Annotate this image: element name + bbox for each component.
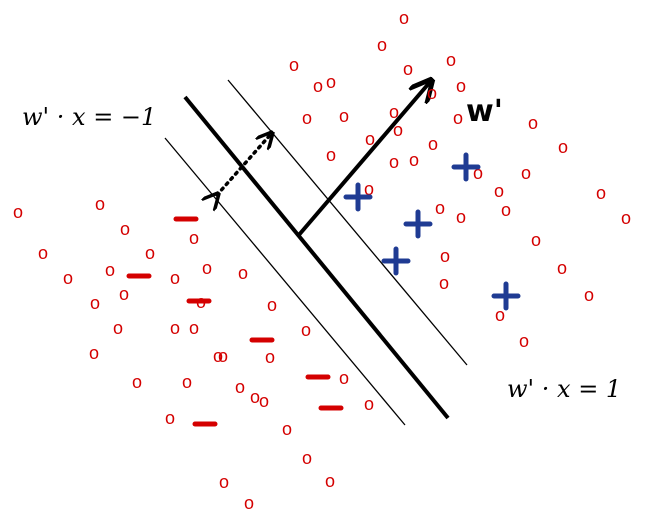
- unlabeled-point: o: [189, 228, 199, 248]
- unlabeled-point: o: [494, 181, 504, 201]
- unlabeled-point: o: [403, 59, 413, 79]
- unlabeled-point: o: [596, 183, 606, 203]
- unlabeled-point: o: [456, 76, 466, 96]
- normal-vector-label: w': [466, 94, 503, 129]
- unlabeled-point: o: [621, 208, 631, 228]
- unlabeled-point: o: [302, 108, 312, 128]
- unlabeled-point: o: [446, 50, 456, 70]
- unlabeled-point: o: [13, 202, 23, 222]
- unlabeled-point: o: [238, 263, 248, 283]
- unlabeled-point: o: [213, 346, 223, 366]
- right-margin-label: w' · x = 1: [507, 375, 621, 403]
- unlabeled-point: o: [399, 8, 409, 28]
- unlabeled-point: o: [145, 243, 155, 263]
- unlabeled-point: o: [428, 134, 438, 154]
- unlabeled-point: o: [113, 318, 123, 338]
- unlabeled-point: o: [259, 391, 269, 411]
- unlabeled-point: o: [325, 471, 335, 491]
- unlabeled-point: o: [456, 207, 466, 227]
- unlabeled-point: o: [326, 145, 336, 165]
- unlabeled-point: o: [289, 55, 299, 75]
- unlabeled-point: o: [90, 293, 100, 313]
- unlabeled-point: o: [440, 246, 450, 266]
- unlabeled-point: o: [202, 258, 212, 278]
- unlabeled-point: o: [38, 243, 48, 263]
- unlabeled-point: o: [89, 343, 99, 363]
- unlabeled-point: o: [364, 179, 374, 199]
- unlabeled-point: o: [119, 284, 129, 304]
- unlabeled-point: o: [63, 268, 73, 288]
- unlabeled-point: o: [313, 76, 323, 96]
- unlabeled-point: o: [105, 260, 115, 280]
- unlabeled-point: o: [557, 258, 567, 278]
- unlabeled-point: o: [439, 273, 449, 293]
- right-margin-line: [227, 79, 468, 366]
- unlabeled-point: o: [267, 295, 277, 315]
- unlabeled-point: o: [473, 163, 483, 183]
- unlabeled-point: o: [389, 152, 399, 172]
- margin-width-arrow: [217, 134, 271, 195]
- unlabeled-point: o: [189, 318, 199, 338]
- unlabeled-point: o: [495, 305, 505, 325]
- unlabeled-point: o: [282, 419, 292, 439]
- unlabeled-point: o: [584, 285, 594, 305]
- unlabeled-point: o: [531, 230, 541, 250]
- unlabeled-point: o: [170, 318, 180, 338]
- positive-point: [403, 209, 433, 239]
- positive-point: [451, 152, 481, 182]
- unlabeled-point: o: [501, 200, 511, 220]
- unlabeled-point: o: [244, 493, 254, 513]
- negative-points: [126, 216, 344, 427]
- unlabeled-point: o: [528, 113, 538, 133]
- unlabeled-point: o: [219, 472, 229, 492]
- unlabeled-point: o: [218, 346, 228, 366]
- unlabeled-point: o: [132, 372, 142, 392]
- unlabeled-point: o: [339, 106, 349, 126]
- unlabeled-point: o: [170, 268, 180, 288]
- unlabeled-point: o: [302, 448, 312, 468]
- unlabeled-point: o: [120, 219, 130, 239]
- unlabeled-point: o: [339, 368, 349, 388]
- left-margin-label: w' · x = −1: [22, 103, 156, 131]
- unlabeled-point: o: [165, 408, 175, 428]
- normal-vector-arrow: [296, 82, 430, 238]
- unlabeled-point: o: [427, 83, 437, 103]
- unlabeled-point: o: [409, 150, 419, 170]
- unlabeled-point: o: [95, 194, 105, 214]
- unlabeled-point: o: [235, 377, 245, 397]
- unlabeled-point: o: [265, 347, 275, 367]
- unlabeled-point: o: [393, 120, 403, 140]
- unlabeled-point: o: [558, 137, 568, 157]
- positive-points: [343, 152, 521, 311]
- unlabeled-point: o: [377, 35, 387, 55]
- unlabeled-point: o: [301, 320, 311, 340]
- unlabeled-point: o: [364, 394, 374, 414]
- unlabeled-point: o: [365, 129, 375, 149]
- unlabeled-point: o: [182, 372, 192, 392]
- decision-boundary: [183, 95, 450, 420]
- positive-point: [343, 182, 373, 212]
- unlabeled-point: o: [519, 331, 529, 351]
- positive-point: [381, 246, 411, 276]
- unlabeled-point: o: [389, 102, 399, 122]
- unlabeled-point: o: [326, 72, 336, 92]
- unlabeled-point: o: [250, 387, 260, 407]
- unlabeled-point: o: [453, 108, 463, 128]
- positive-point: [491, 281, 521, 311]
- unlabeled-point: o: [521, 163, 531, 183]
- unlabeled-point: o: [435, 198, 445, 218]
